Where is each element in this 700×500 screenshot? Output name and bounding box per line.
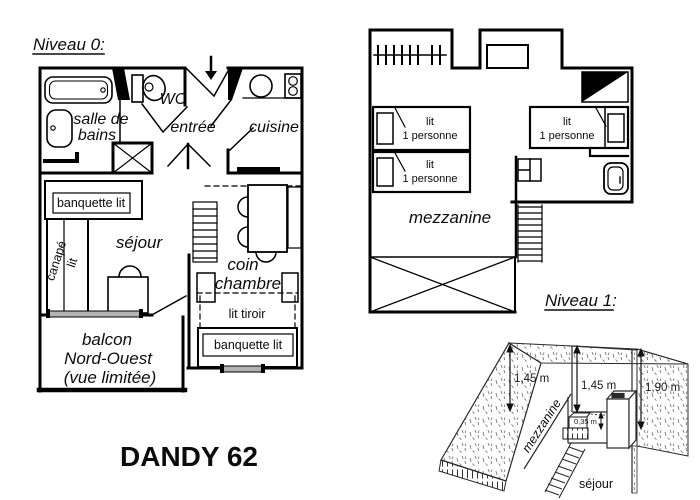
washbasin-icon (46, 109, 73, 148)
balcon-label-3: (vue limitée) (64, 368, 157, 387)
wall-wedge-kitchen (228, 68, 243, 100)
mezzanine-washbasin-icon (603, 162, 629, 195)
bed1-label-2: 1 personne (402, 130, 457, 142)
mezz-height-label: 1,45 m (581, 380, 616, 392)
section-stairs-icon (544, 442, 586, 499)
railing-icon (373, 45, 447, 65)
right-wall-lower-strip (631, 445, 638, 494)
banquette-chambre-label: banquette lit (214, 338, 283, 352)
section-3d-sketch: 1,45 m 1,45 m 1,90 m 0,35 m mezzanine sé… (438, 342, 689, 499)
roof-slab-edge (438, 459, 507, 492)
banquette-chambre: banquette lit (197, 327, 298, 368)
entree-label: entrée (170, 119, 215, 136)
bed-single-1: lit 1 personne (371, 105, 472, 152)
closet-x-icon (111, 141, 154, 175)
bed2-label-1: lit (426, 159, 434, 171)
armchair-icon (107, 265, 149, 314)
sloped-ceiling-icon (581, 71, 629, 103)
roof-height-label: 1,45 m (514, 373, 549, 385)
bathroom-label-2: bains (78, 127, 116, 144)
balcony-walls (38, 315, 185, 393)
dim-arrow-step (598, 411, 604, 431)
mezzanine-label: mezzanine (409, 208, 491, 227)
wc-label: WC (160, 91, 187, 108)
void-x-icon (369, 256, 516, 313)
winder-steps-icon (517, 158, 542, 182)
kitchen-sink-icon (249, 74, 273, 98)
level0-heading: Niveau 0: (33, 35, 105, 54)
coin-chambre-label-1: coin (227, 255, 258, 274)
coin-chambre-label-2: chambre (215, 274, 281, 293)
level1-nook-walls (588, 146, 630, 158)
mezzanine-projection-dashes (196, 185, 301, 328)
bathroom-label-1: salle de (73, 111, 128, 128)
bed2-label-2: 1 personne (402, 173, 457, 185)
level1-heading: Niveau 1: (545, 291, 617, 310)
sejour-height-label: 1,90 m (645, 382, 680, 394)
lit-tiroir-label: lit tiroir (229, 307, 266, 321)
sofa-bed: canapé lit (43, 218, 89, 317)
door-swings (140, 66, 255, 318)
stove-icon (284, 73, 302, 99)
table-chairs-icon (237, 184, 302, 263)
kitchen-counter-bar (237, 167, 280, 172)
dim-arrow-mezz (573, 344, 581, 414)
cuisine-label: cuisine (249, 119, 299, 136)
stairs-level0-icon (192, 201, 218, 263)
window-chambre (220, 364, 265, 373)
banquette-sejour: banquette lit (44, 180, 143, 220)
bed3-label-1: lit (563, 116, 571, 128)
step-height-label: 0,35 m (574, 417, 597, 426)
window-sejour-balcon (46, 309, 143, 318)
right-wall-face (636, 348, 689, 457)
step-block-icon (562, 412, 592, 440)
dim-arrow-sejour (637, 347, 645, 431)
sejour-label: séjour (116, 233, 164, 252)
nightstand-left (196, 272, 216, 303)
duct-box-icon (605, 389, 638, 450)
toilet-icon (131, 74, 166, 103)
room-lines (523, 345, 638, 493)
balcon-label-1: balcon (82, 330, 132, 349)
level1-walls (368, 28, 634, 314)
bed-single-2: lit 1 personne (371, 150, 472, 194)
stairs-level1-icon (517, 204, 543, 263)
bed-single-3: lit 1 personne (528, 105, 630, 150)
balcon-label-2: Nord-Ouest (64, 349, 153, 368)
bathtub-icon (44, 76, 113, 104)
wall-wedge-bathroom (112, 68, 130, 100)
section-sejour-label: séjour (579, 477, 613, 491)
roof-window-icon (486, 44, 529, 69)
dim-arrow-roof (506, 343, 514, 413)
bathroom-step-wall (43, 152, 79, 163)
entrance-arrow-icon (205, 55, 217, 80)
bed3-label-2: 1 personne (539, 130, 594, 142)
nightstand-right (281, 272, 299, 303)
page-title: DANDY 62 (120, 441, 258, 472)
sofa-bed-label-2: lit (64, 256, 80, 269)
level0-plan: Niveau 0: (32, 35, 304, 393)
bed1-label-1: lit (426, 116, 434, 128)
banquette-sejour-label: banquette lit (57, 196, 126, 210)
level1-plan: Niveau 1: lit 1 personne li (368, 28, 634, 314)
roof-slab-face (440, 342, 542, 482)
